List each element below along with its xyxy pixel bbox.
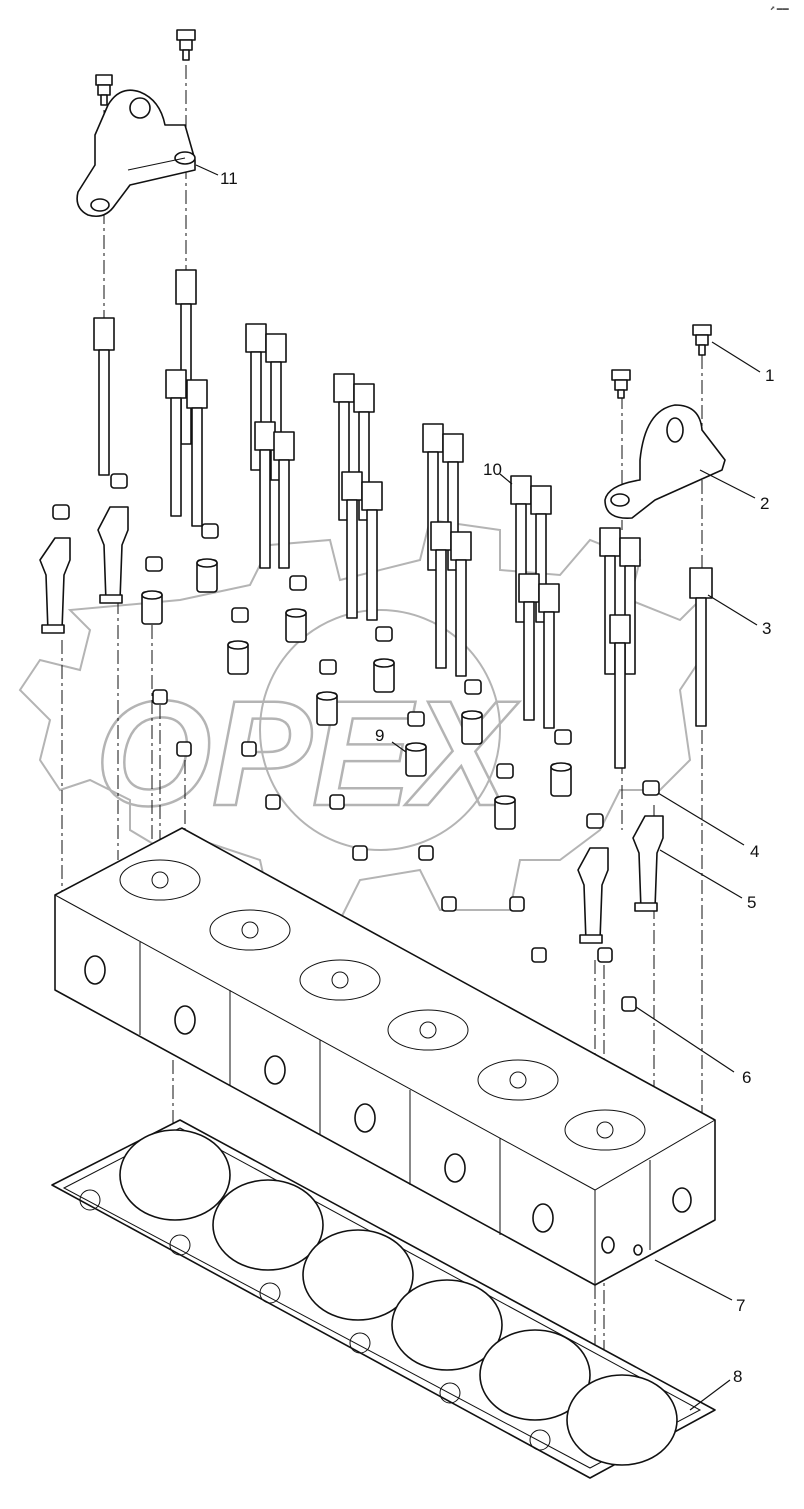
seal-icon xyxy=(241,741,257,757)
head-bolt-icon xyxy=(530,485,552,623)
nut-icon xyxy=(289,575,307,591)
nut-icon xyxy=(231,607,249,623)
head-bolt-icon xyxy=(361,481,383,621)
seal-icon xyxy=(418,845,434,861)
head-bolt-icon xyxy=(165,369,187,517)
sleeve-icon xyxy=(461,710,483,745)
nut-icon xyxy=(554,729,572,745)
head-bolts xyxy=(93,269,713,769)
nut-icon xyxy=(496,763,514,779)
nut-icon xyxy=(375,626,393,642)
callout-10: 10 xyxy=(483,460,502,479)
head-gasket xyxy=(51,1119,716,1479)
valve-stem-seals xyxy=(152,689,637,1012)
sleeve-icon xyxy=(550,762,572,797)
head-bolt-icon xyxy=(430,521,452,669)
callout-1: 1 xyxy=(765,366,774,385)
bracket-bolt-icon xyxy=(611,369,631,399)
sleeve-icon xyxy=(227,640,249,675)
clamp-icon xyxy=(97,506,129,604)
nut-icon xyxy=(407,711,425,727)
seal-icon xyxy=(152,689,168,705)
head-bolt-icon xyxy=(341,471,363,619)
seal-icon xyxy=(176,741,192,757)
sleeve-icon xyxy=(494,795,516,830)
seal-icon xyxy=(441,896,457,912)
seal-icon xyxy=(597,947,613,963)
callout-7: 7 xyxy=(736,1296,745,1315)
callout-6: 6 xyxy=(742,1068,751,1087)
callout-5: 5 xyxy=(747,893,756,912)
head-bolt-icon xyxy=(510,475,532,623)
gasket-bore-icon xyxy=(119,1129,231,1221)
nut-icon xyxy=(110,473,128,489)
seal-icon xyxy=(531,947,547,963)
head-bolt-icon xyxy=(450,531,472,677)
head-bolt-icon xyxy=(273,431,295,569)
nut-icon xyxy=(464,679,482,695)
seal-icon xyxy=(352,845,368,861)
callouts: 1 2 3 4 5 6 7 8 9 10 11 xyxy=(220,169,774,1386)
sleeve-icon xyxy=(373,658,395,693)
head-bolt-icon xyxy=(254,421,276,569)
gasket-bore-icon xyxy=(566,1374,678,1466)
head-bolt-icon xyxy=(689,567,713,727)
head-bolt-icon xyxy=(265,333,287,481)
sleeve-icon xyxy=(141,590,163,625)
sleeves xyxy=(141,558,572,830)
seal-icon xyxy=(509,896,525,912)
gasket-bore-icon xyxy=(479,1329,591,1421)
leader-lines xyxy=(195,164,761,1411)
sleeve-icon xyxy=(405,742,427,777)
gasket-bore-icon xyxy=(391,1279,503,1371)
callout-11: 11 xyxy=(220,169,238,188)
sleeve-icon xyxy=(316,691,338,726)
nut-icon xyxy=(642,780,660,796)
nut-icon xyxy=(586,813,604,829)
nuts xyxy=(52,473,660,829)
bracket-bolt-icon xyxy=(692,324,712,356)
head-bolt-icon xyxy=(442,433,464,571)
gasket-bore-icon xyxy=(212,1179,324,1271)
clamp-icon xyxy=(39,537,71,634)
head-bolt-icon xyxy=(353,383,375,521)
head-bolt-icon xyxy=(538,583,560,729)
seal-icon xyxy=(265,794,281,810)
callout-3: 3 xyxy=(762,619,771,638)
head-bolt-icon xyxy=(609,614,631,769)
nut-icon xyxy=(52,504,70,520)
lifting-bracket-front xyxy=(604,324,726,519)
lifting-bracket-rear xyxy=(76,29,196,218)
seal-icon xyxy=(621,996,637,1012)
gasket-bore-icon xyxy=(302,1229,414,1321)
nut-icon xyxy=(319,659,337,675)
head-bolt-icon xyxy=(245,323,267,471)
callout-9: 9 xyxy=(375,726,384,745)
injector-clamps xyxy=(39,506,664,944)
corner-mark: ⬈ ▬▬ xyxy=(770,6,789,12)
sleeve-icon xyxy=(285,608,307,643)
callout-4: 4 xyxy=(750,842,759,861)
clamp-icon xyxy=(632,815,664,912)
nut-icon xyxy=(201,523,219,539)
callout-8: 8 xyxy=(733,1367,742,1386)
head-bolt-icon xyxy=(333,373,355,521)
callout-2: 2 xyxy=(760,494,769,513)
head-bolt-icon xyxy=(518,573,540,721)
cylinder-head xyxy=(54,827,716,1286)
seal-icon xyxy=(329,794,345,810)
bracket-bolt-icon xyxy=(95,74,113,106)
nut-icon xyxy=(145,556,163,572)
bracket-bolt-icon xyxy=(176,29,196,61)
head-bolt-icon xyxy=(93,317,115,476)
sleeve-icon xyxy=(196,558,218,593)
clamp-icon xyxy=(577,847,609,944)
head-bolt-icon xyxy=(186,379,208,527)
